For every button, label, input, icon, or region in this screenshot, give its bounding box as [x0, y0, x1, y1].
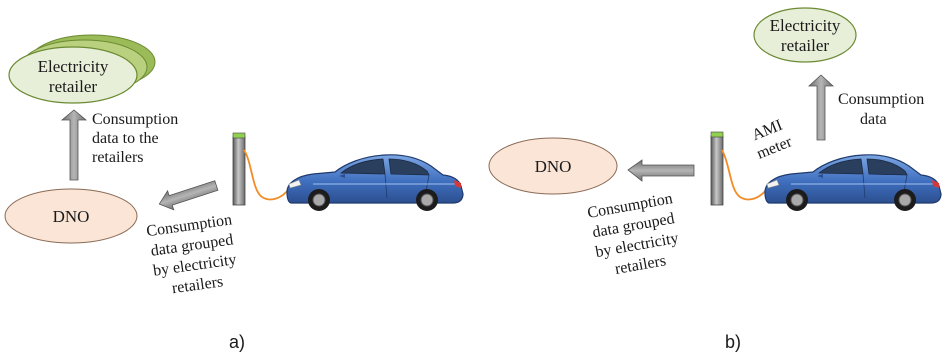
retailer-label-b-line2: retailer [781, 36, 829, 55]
dno-ellipse-b [488, 137, 618, 195]
up-label-a-line3: retailers [92, 149, 144, 166]
panel-b: Electricity retailer Consumption data AM… [488, 7, 942, 352]
ami-meter-label: AMI meter [750, 117, 795, 163]
up-label-a-line2: data to the [92, 130, 159, 147]
dno-label-b: DNO [535, 157, 572, 176]
retailer-label-a-line1: Electricity [38, 57, 109, 76]
grouped-label-a: Consumption data grouped by electricity … [145, 211, 237, 297]
retailer-ellipse-a [8, 46, 138, 104]
grouped-arrow-a [158, 180, 219, 211]
dno-label-a: DNO [53, 207, 90, 226]
retailer-ellipse-b [753, 7, 857, 63]
grouped-label-a-line4: retailers [171, 273, 224, 297]
caption-b: b) [725, 332, 741, 352]
up-arrow-b [807, 74, 835, 141]
dno-ellipse-a [4, 188, 138, 244]
retailer-label-b-line1: Electricity [770, 16, 841, 35]
panel-a: Electricity retailer Consumption data to… [4, 34, 464, 352]
retailer-stack-a: Electricity retailer [8, 34, 156, 104]
caption-a: a) [229, 332, 245, 352]
grouped-label-b: Consumption data grouped by electricity … [586, 190, 680, 278]
charger-pole-b [710, 131, 724, 206]
charging-cable-a [243, 149, 293, 201]
charging-cable-b [721, 149, 771, 201]
charger-pole-a [232, 132, 246, 206]
electric-car-a [286, 154, 464, 212]
up-label-a-line1: Consumption [92, 111, 178, 128]
grouped-arrow-b [627, 159, 695, 182]
up-arrow-a [60, 109, 88, 181]
electric-car-b [764, 154, 942, 212]
up-label-b-line1: Consumption [838, 91, 924, 108]
retailer-label-a-line2: retailer [49, 77, 97, 96]
up-label-b-line2: data [860, 111, 887, 128]
